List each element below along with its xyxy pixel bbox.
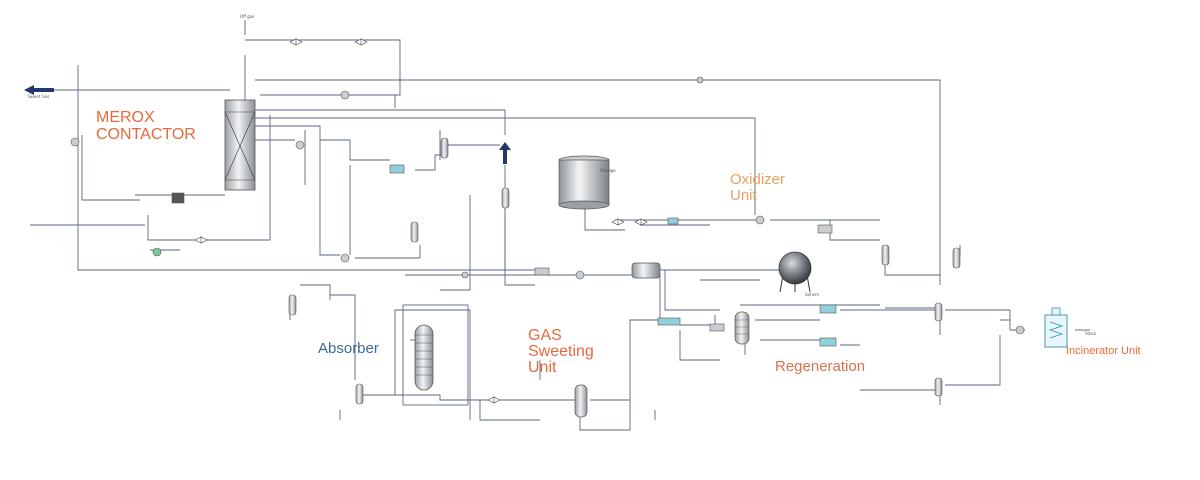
svg-text:Off gas: Off gas [240, 14, 254, 19]
separator-vessel-icon [631, 262, 661, 279]
svg-text:Sweet Gas: Sweet Gas [28, 94, 49, 99]
incinerator-unit-label: Incinerator Unit [1066, 345, 1141, 357]
gas-sweeting-unit-label: GAS Sweeting Unit [528, 327, 594, 376]
svg-text:Sphere: Sphere [805, 292, 820, 297]
merox-contactor-column-icon [224, 99, 256, 191]
absorber-column-icon [402, 304, 469, 406]
flow-arrow-icon [24, 85, 511, 164]
merox-contactor-label: MEROX CONTACTOR [96, 109, 196, 143]
pump-icon [70, 76, 1025, 335]
sphere-tank-icon [778, 251, 812, 293]
absorber-label: Absorber [318, 340, 379, 357]
storage-tank-icon [558, 155, 610, 210]
regeneration-label: Regeneration [775, 358, 866, 375]
oxidizer-unit-label: Oxidizer Unit [730, 171, 786, 204]
regenerator-column-icon [734, 311, 750, 345]
separator-vessel-icon [574, 384, 588, 418]
svg-text:Storage: Storage [600, 168, 616, 173]
heat-exchanger-icon [171, 164, 837, 347]
separator-vessel-icon [288, 137, 961, 405]
svg-text:Stack: Stack [1085, 331, 1097, 336]
incinerator-icon [1044, 307, 1068, 348]
valve-icon [194, 38, 648, 404]
